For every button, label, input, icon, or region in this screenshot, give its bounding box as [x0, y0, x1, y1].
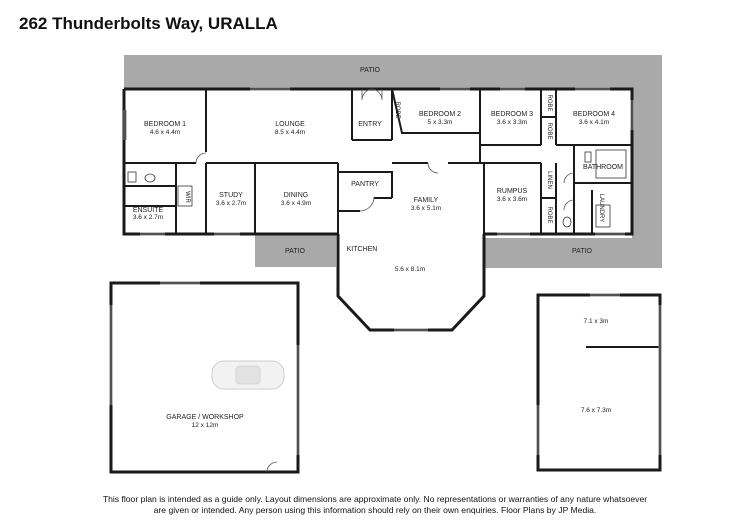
bedroom2-dim: 5 x 3.3m	[428, 119, 453, 126]
garage-dim: 12 x 12m	[192, 422, 219, 429]
interior-walls	[124, 88, 632, 234]
bedroom1-dim: 4.6 x 4.4m	[150, 129, 180, 136]
bath-tub-fixture	[595, 149, 627, 179]
robe4-label: ROBE	[546, 206, 552, 223]
bath-fixture	[177, 185, 193, 207]
study-dim: 3.6 x 2.7m	[216, 200, 246, 207]
vanity-fixture	[584, 151, 592, 163]
fixtures	[127, 149, 627, 228]
ensuite-label: ENSUITE	[133, 207, 164, 214]
car-icon	[211, 360, 285, 390]
shed-top-dim: 7.1 x 3m	[584, 318, 609, 325]
linen-label: LINEN	[546, 171, 552, 189]
bedroom3-dim: 3.6 x 3.3m	[497, 119, 527, 126]
garage-label: GARAGE / WORKSHOP	[166, 414, 244, 421]
bathroom-label: BATHROOM	[583, 164, 623, 171]
family-label: FAMILY	[414, 197, 439, 204]
kitchen-label: KITCHEN	[347, 246, 378, 253]
patio-left-label: PATIO	[285, 248, 306, 255]
laundry-tub-fixture	[595, 204, 611, 228]
rumpus-dim: 3.6 x 3.6m	[497, 196, 527, 203]
bedroom3-label: BEDROOM 3	[491, 111, 533, 118]
patio-top-area	[124, 55, 662, 268]
pantry-label: PANTRY	[351, 181, 379, 188]
ensuite-dim: 3.6 x 2.7m	[133, 214, 163, 221]
laundry-label: LAUNDRY	[598, 194, 604, 223]
dining-label: DINING	[284, 192, 309, 199]
windows	[123, 87, 634, 332]
bedroom2-label: BEDROOM 2	[419, 111, 461, 118]
dining-dim: 3.6 x 4.9m	[281, 200, 311, 207]
bedroom1-label: BEDROOM 1	[144, 121, 186, 128]
bedroom4-dim: 3.6 x 4.1m	[579, 119, 609, 126]
bedroom4-label: BEDROOM 4	[573, 111, 615, 118]
lounge-label: LOUNGE	[275, 121, 305, 128]
patio-left-area	[255, 235, 336, 267]
toilet-fixture	[144, 173, 156, 183]
study-label: STUDY	[219, 192, 243, 199]
family-dim: 3.6 x 5.1m	[411, 205, 441, 212]
robe2-label: ROBE	[546, 94, 552, 111]
page-title: 262 Thunderbolts Way, URALLA	[19, 14, 278, 33]
kitchen-dim: 5.6 x 8.1m	[395, 266, 425, 273]
shed-bottom-dim: 7.6 x 7.3m	[581, 407, 611, 414]
house-interior	[124, 89, 632, 330]
robe1-label: ROBE	[394, 101, 400, 118]
basin-fixture	[127, 171, 137, 183]
entry-label: ENTRY	[358, 121, 382, 128]
wir-label: WIR	[184, 191, 190, 203]
toilet2-fixture	[562, 216, 572, 228]
disclaimer-text: This floor plan is intended as a guide o…	[102, 494, 648, 515]
robe3-label: ROBE	[546, 122, 552, 139]
shed-outline	[536, 293, 662, 472]
door-swings	[195, 88, 575, 212]
rumpus-label: RUMPUS	[497, 188, 528, 195]
lounge-dim: 8.5 x 4.4m	[275, 129, 305, 136]
patio-top-label: PATIO	[360, 67, 381, 74]
floor-plan: PATIO BEDROOM 1 4.6 x 4.4m LOUNGE 8.5 x …	[109, 55, 662, 474]
patio-right-label: PATIO	[572, 248, 593, 255]
